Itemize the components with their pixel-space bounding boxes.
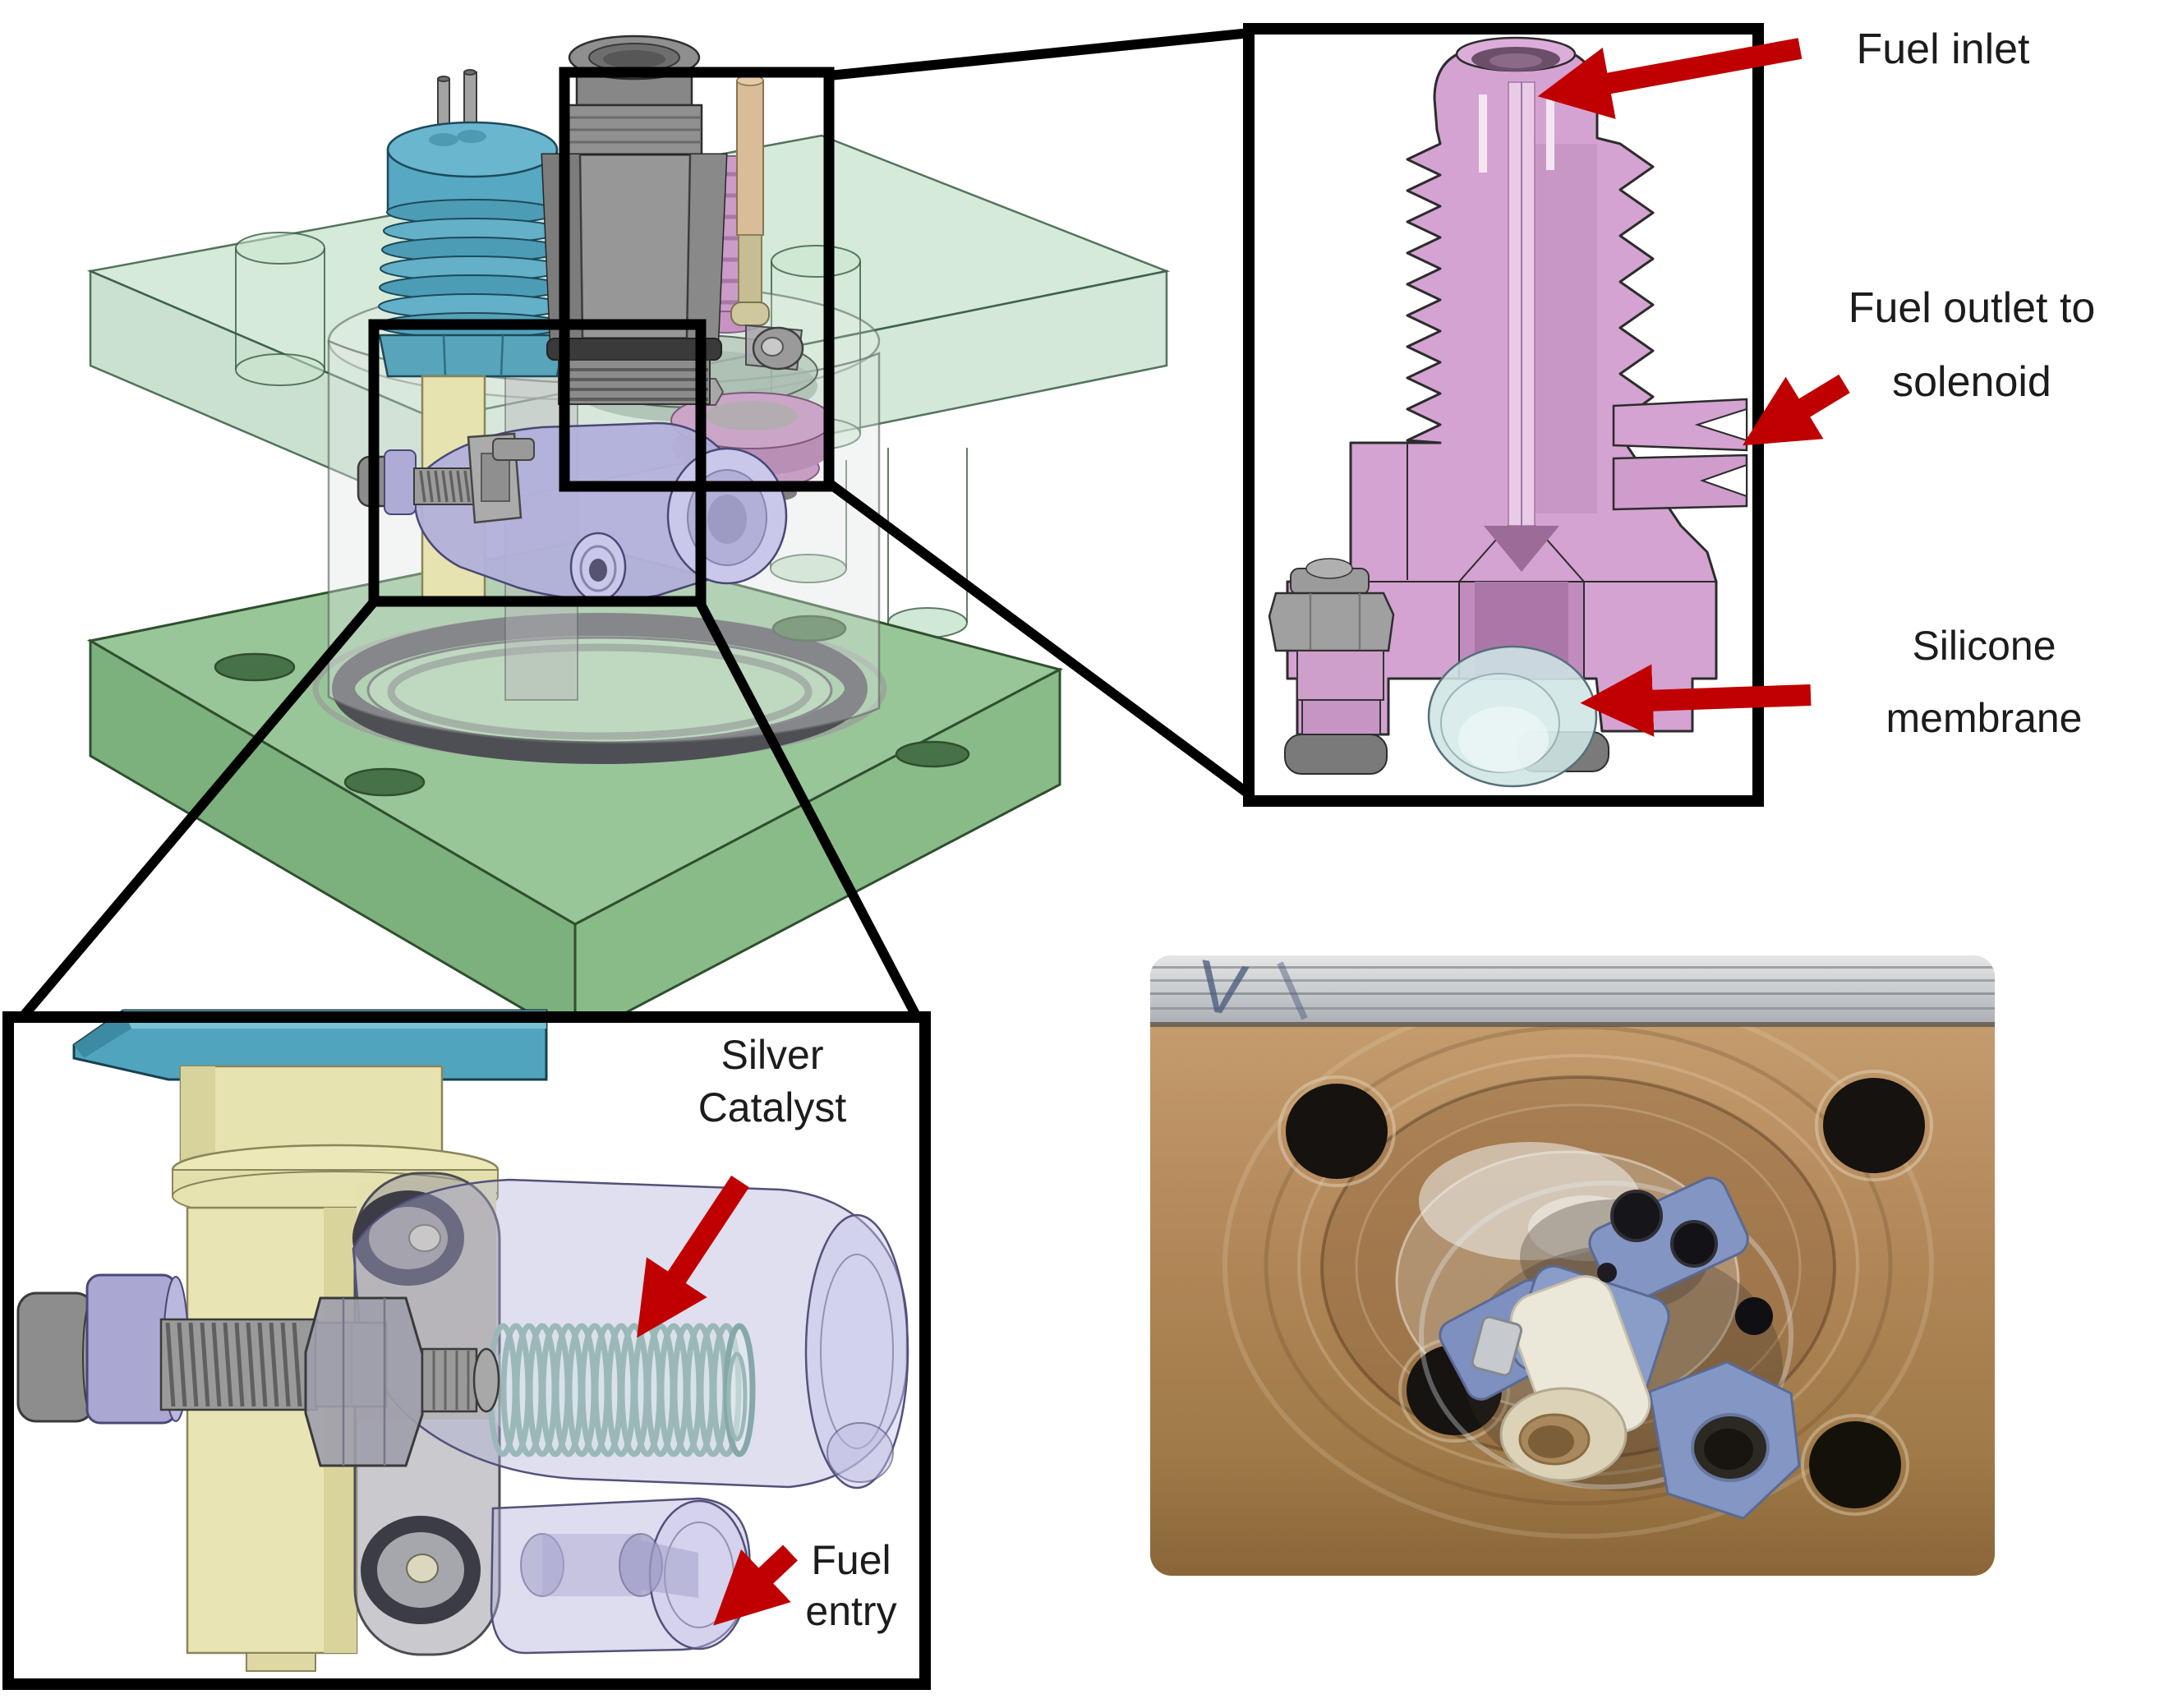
label-fuel-inlet-text: Fuel inlet [1856,25,2030,73]
screw-hex-nut [304,1296,424,1467]
valve-screw-collar [384,449,417,515]
plate-bolt-hole [214,615,970,797]
annotation-arrows [637,38,1850,1626]
callout-box-valve [368,319,707,607]
label-silver-catalyst: Silver Catalyst [649,1029,896,1134]
callout-boxes [16,28,1254,1024]
label-membrane-line2: membrane [1885,695,2083,741]
photo-top-edge [1150,955,1995,1027]
arrow-fuel-outlet [1742,374,1850,446]
compression-fitting [541,35,728,405]
label-fuel-entry: Fuel entry [744,1535,958,1637]
blue-valve-photo [1419,1176,1801,1520]
inset-catalyst-border [2,1011,931,1690]
arrow-fuel-entry [713,1545,798,1626]
label-fuel-outlet-line2: solenoid [1892,358,2051,406]
adjustment-screw [16,1273,500,1467]
clamp-bolt [1268,558,1395,775]
solenoid-hex [378,334,567,378]
label-catalyst-line2: Catalyst [698,1084,847,1130]
label-membrane-line1: Silicone [1912,623,2056,669]
plate-recess-ring [332,613,868,764]
silicone-membrane-dome [1427,645,1598,788]
connector-line [828,28,1251,81]
valve-stud [492,438,535,461]
label-fuel-outlet: Fuel outlet to solenoid [1791,271,2152,419]
thermocouple-rod [730,75,804,371]
bottom-plate [86,541,1064,1042]
connector-line [16,595,381,1024]
arrow-membrane [1580,664,1812,737]
arrow-catalyst [637,1175,749,1338]
label-silicone-membrane: Silicone membrane [1820,610,2148,754]
fitting-dark-ring [546,338,722,361]
connector-line [826,479,1254,799]
label-fuel-entry-line1: Fuel [811,1537,891,1583]
label-fuel-outlet-line1: Fuel outlet to [1848,284,2096,332]
solenoid-ribs [377,199,568,338]
connector-line [693,596,923,1023]
inset-catalyst [2,1009,931,1690]
label-fuel-inlet: Fuel inlet [1795,23,2091,76]
inset-membrane [1243,23,1764,807]
arrow-fuel-inlet [1537,38,1803,119]
fitting-threads [558,359,711,405]
photo-plate [1150,955,1995,1576]
label-catalyst-line1: Silver [721,1032,824,1078]
socket-screws-photo [1597,1190,1773,1335]
main-assembly [16,28,1254,1042]
silver-catalyst-coil [487,1323,756,1457]
label-fuel-entry-line2: entry [805,1588,897,1634]
